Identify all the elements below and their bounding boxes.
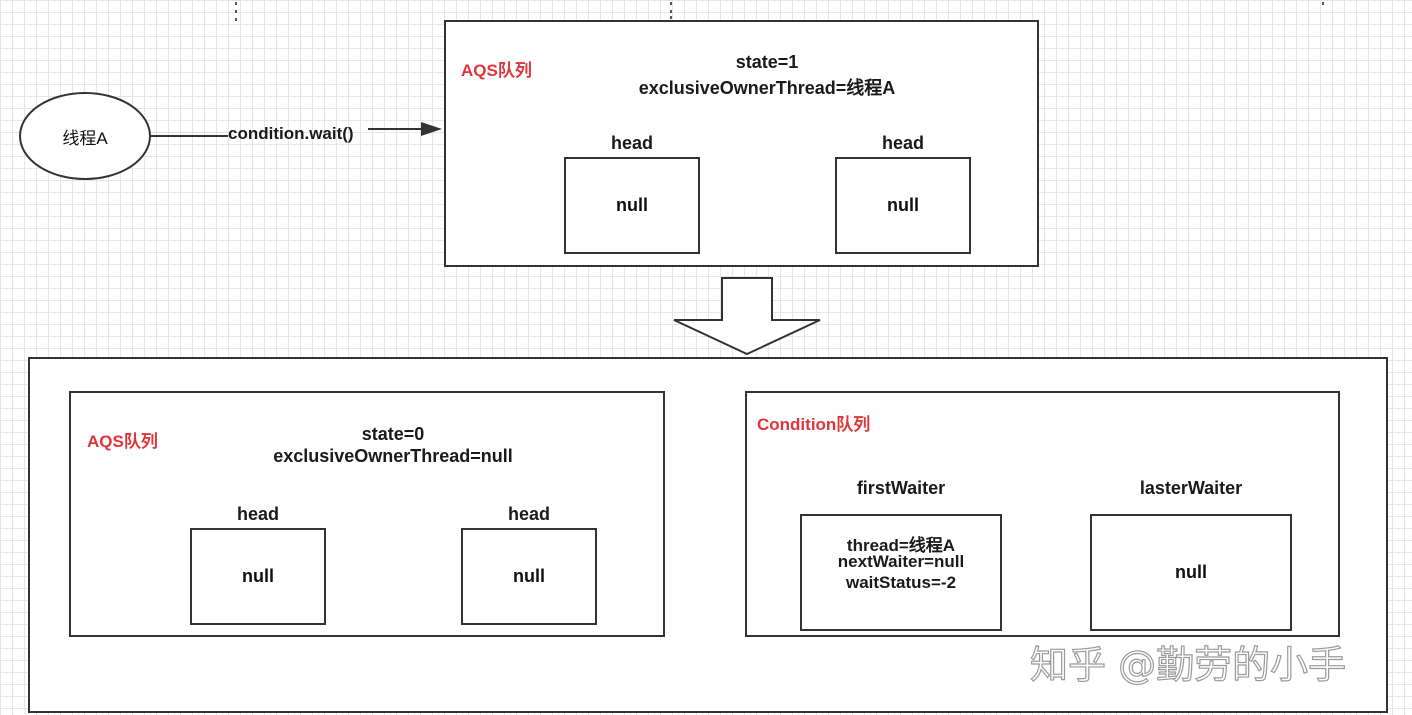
bottom-aqs-state: state=0 <box>361 424 425 444</box>
first-waiter-next: nextWaiter=null <box>837 552 965 571</box>
first-waiter-caption: firstWaiter <box>856 478 946 498</box>
first-waiter-node <box>800 514 1002 631</box>
top-node-1: null <box>564 157 700 254</box>
first-waiter-thread: thread=线程A <box>846 536 956 555</box>
bottom-node-1: null <box>190 528 326 625</box>
bottom-node-1-value: null <box>242 566 274 586</box>
transition-down-arrow <box>673 277 821 356</box>
bottom-node-2: null <box>461 528 597 625</box>
edge-label: condition.wait() <box>228 124 354 143</box>
top-aqs-state: state=1 <box>735 52 799 72</box>
bottom-aqs-title: AQS队列 <box>87 432 158 451</box>
last-waiter-value: null <box>1175 562 1207 582</box>
top-node-2-value: null <box>887 195 919 215</box>
watermark: 知乎 @勤劳的小手 <box>1029 642 1347 687</box>
top-aqs-owner: exclusiveOwnerThread=线程A <box>638 78 896 98</box>
edge-arrowhead <box>421 122 442 136</box>
first-waiter-status: waitStatus=-2 <box>845 573 957 592</box>
dotted-marks <box>235 2 1324 21</box>
thread-label: 线程A <box>62 128 108 148</box>
last-waiter-node: null <box>1090 514 1292 631</box>
top-node-2-caption: head <box>881 133 924 153</box>
bottom-node-1-caption: head <box>236 504 279 524</box>
top-node-1-value: null <box>616 195 648 215</box>
top-node-1-caption: head <box>610 133 653 153</box>
top-node-2: null <box>835 157 971 254</box>
top-aqs-title: AQS队列 <box>461 61 532 80</box>
last-waiter-caption: lasterWaiter <box>1139 478 1243 498</box>
condition-title: Condition队列 <box>757 415 871 434</box>
bottom-node-2-caption: head <box>507 504 550 524</box>
bottom-node-2-value: null <box>513 566 545 586</box>
bottom-aqs-owner: exclusiveOwnerThread=null <box>273 446 513 466</box>
